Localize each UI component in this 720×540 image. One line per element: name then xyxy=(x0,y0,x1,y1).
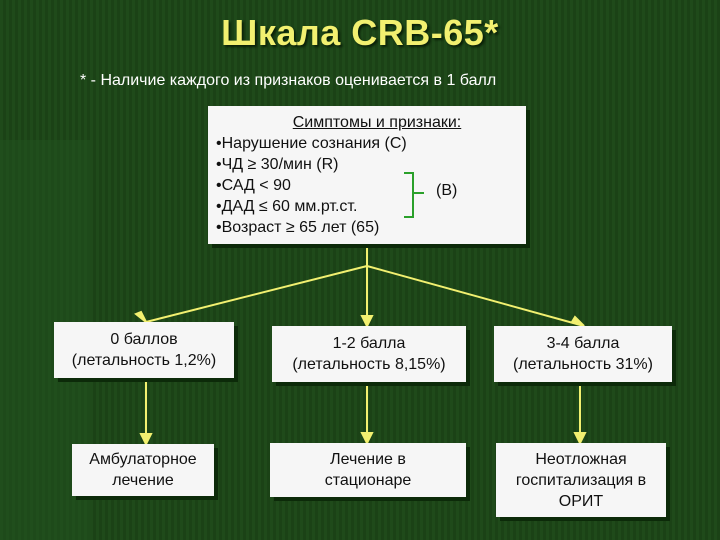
score-box-0: 0 баллов (летальность 1,2%) xyxy=(54,322,234,378)
symptom-item: САД < 90 xyxy=(216,175,518,196)
arrowhead-outcome-1 xyxy=(360,432,374,446)
symptom-item: ЧД ≥ 30/мин (R) xyxy=(216,154,518,175)
symptoms-box: Симптомы и признаки: Нарушение сознания … xyxy=(208,106,526,244)
arrowhead-score-0 xyxy=(134,310,147,323)
symptom-item: ДАД ≤ 60 мм.рт.ст. xyxy=(216,196,518,217)
blood-pressure-bracket xyxy=(404,172,414,218)
footnote: * - Наличие каждого из признаков оценива… xyxy=(80,72,497,89)
connector-branch-right xyxy=(366,265,585,327)
score-points: 3-4 балла xyxy=(546,335,620,352)
score-mortality: (летальность 31%) xyxy=(513,356,653,373)
bracket-label: (B) xyxy=(436,182,458,199)
connector-branch-left xyxy=(145,265,368,323)
score-box-1: 1-2 балла (летальность 8,15%) xyxy=(272,326,466,382)
score-points: 0 баллов xyxy=(110,331,178,348)
outcome-line: Неотложная xyxy=(535,450,627,468)
outcome-line: лечение xyxy=(112,472,174,489)
symptoms-heading: Симптомы и признаки: xyxy=(292,114,462,131)
score-mortality: (летальность 8,15%) xyxy=(292,356,446,373)
score-mortality: (летальность 1,2%) xyxy=(71,352,217,369)
outcome-line: Амбулаторное xyxy=(89,451,197,468)
score-points: 1-2 балла xyxy=(332,335,406,352)
outcome-line: ОРИТ xyxy=(558,492,604,510)
score-box-2: 3-4 балла (летальность 31%) xyxy=(494,326,672,382)
outcome-line: госпитализация в xyxy=(515,471,647,489)
outcome-line: стационаре xyxy=(324,472,412,489)
outcome-box-icu: Неотложная госпитализация в ОРИТ xyxy=(496,443,666,517)
arrowhead-score-1 xyxy=(360,315,374,329)
outcome-box-outpatient: Амбулаторное лечение xyxy=(72,444,214,496)
slide-title: Шкала CRB-65* xyxy=(221,12,499,53)
arrowhead-outcome-0 xyxy=(139,433,153,447)
arrowhead-score-2 xyxy=(570,315,585,327)
symptom-item: Возраст ≥ 65 лет (65) xyxy=(216,217,518,238)
arrowhead-outcome-2 xyxy=(573,432,587,446)
outcome-line: Лечение в xyxy=(330,451,406,468)
bracket-tick xyxy=(414,192,424,194)
symptom-item: Нарушение сознания (С) xyxy=(216,133,518,154)
outcome-box-hospital: Лечение в стационаре xyxy=(270,443,466,497)
